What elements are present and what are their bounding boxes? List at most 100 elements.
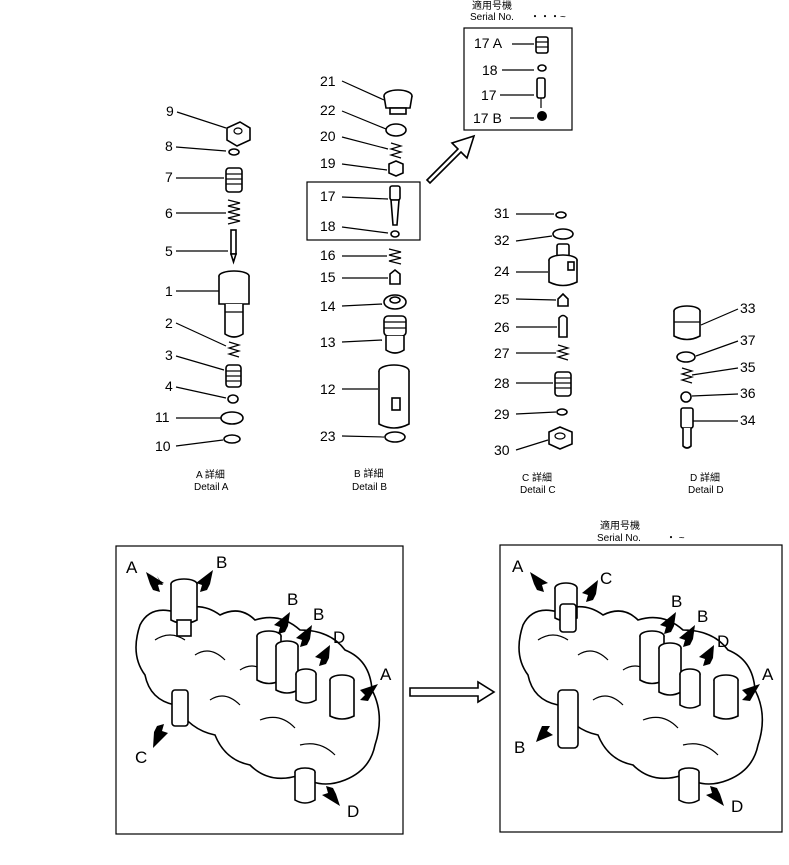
oring-icon (555, 211, 567, 219)
valve-left-label-d1: D (333, 628, 345, 647)
label-inset-18: 18 (482, 62, 498, 78)
plug-body-icon (673, 305, 701, 341)
label-20: 20 (320, 128, 336, 144)
valve-left-label-b2: B (287, 590, 298, 609)
valve-left-label-b3: B (313, 605, 324, 624)
pointer-arrow-icon (660, 612, 676, 634)
label-27: 27 (494, 345, 510, 361)
label-inset-17: 17 (481, 87, 497, 103)
oring-icon (220, 411, 244, 425)
label-3: 3 (165, 347, 173, 363)
label-2: 2 (165, 315, 173, 331)
valve-left-label-c1: C (135, 748, 147, 767)
plug-icon (554, 371, 572, 397)
label-23: 23 (320, 428, 336, 444)
label-28: 28 (494, 375, 510, 391)
oring-icon (556, 408, 568, 416)
leader-18 (341, 226, 389, 234)
nut-icon (388, 160, 404, 177)
valve-right-label-b1: B (671, 592, 682, 611)
leader-14 (341, 303, 383, 307)
poppet-icon (557, 292, 569, 307)
label-7: 7 (165, 169, 173, 185)
leader-22 (341, 110, 387, 130)
pointer-arrow-icon (582, 580, 598, 602)
label-19: 19 (320, 155, 336, 171)
label-17b: 17 B (473, 110, 502, 126)
label-10: 10 (155, 438, 171, 454)
leader-9 (176, 111, 227, 129)
oring-icon (537, 64, 547, 72)
label-14: 14 (320, 298, 336, 314)
seat-icon (383, 294, 407, 310)
label-35: 35 (740, 359, 756, 375)
leader-23 (341, 435, 385, 438)
pointer-arrow-icon (146, 572, 164, 592)
leader-10 (175, 439, 224, 447)
pointer-arrow-icon (706, 786, 724, 806)
label-25: 25 (494, 291, 510, 307)
valve-block-left (135, 578, 381, 804)
leader-13 (341, 339, 383, 343)
pointer-arrow-icon (360, 684, 378, 701)
valve-left-frame (115, 545, 404, 835)
pointer-arrow-icon (679, 625, 695, 647)
label-24: 24 (494, 263, 510, 279)
serial-top-jp: 適用号機 (472, 0, 512, 12)
pointer-arrow-icon (322, 786, 340, 806)
oring-icon (676, 351, 696, 363)
label-13: 13 (320, 334, 336, 350)
spring-icon (555, 344, 571, 361)
valve-body-icon (218, 270, 250, 338)
valve-right-label-b3: B (514, 738, 525, 757)
spring-icon (388, 248, 402, 265)
sleeve-icon (378, 364, 410, 429)
label-36: 36 (740, 385, 756, 401)
leader-35 (691, 367, 739, 376)
plug-icon (225, 364, 242, 388)
spring-icon (226, 341, 242, 358)
label-33: 33 (740, 300, 756, 316)
label-17a: 17 A (474, 35, 503, 51)
ball-icon (680, 391, 692, 403)
nut-icon (548, 426, 573, 450)
serial-bottom-range: ・ ~ (666, 533, 685, 544)
detail-a-en: Detail A (194, 482, 229, 493)
cartridge-icon (548, 243, 578, 287)
valve-block-right (518, 582, 764, 804)
pin-icon (558, 314, 568, 338)
cap-plug-icon (383, 89, 413, 115)
label-1: 1 (165, 283, 173, 299)
label-31: 31 (494, 205, 510, 221)
washer-icon (227, 394, 239, 404)
valve-left-label-a1: A (126, 558, 138, 577)
needle-icon (536, 77, 546, 108)
detail-c-en: Detail C (520, 485, 556, 496)
detail-b-jp: B 詳細 (354, 467, 383, 480)
oring-icon (390, 230, 400, 238)
label-8: 8 (165, 138, 173, 154)
pointer-arrow-icon (274, 612, 290, 634)
detail-d-en: Detail D (688, 485, 724, 496)
label-26: 26 (494, 319, 510, 335)
pointer-arrow-icon (315, 645, 330, 666)
leader-21 (341, 80, 385, 101)
leader-4 (175, 386, 227, 399)
pointer-arrow-icon (196, 570, 213, 592)
label-34: 34 (740, 412, 756, 428)
serial-top-en: Serial No. (470, 12, 514, 23)
leader-32 (515, 235, 553, 242)
valve-left-label-b1: B (216, 553, 227, 572)
label-11: 11 (155, 409, 170, 425)
serial-bottom-en: Serial No. (597, 533, 641, 544)
valve-right-frame (499, 544, 783, 833)
leader-17 (341, 196, 389, 200)
label-17: 17 (320, 188, 336, 204)
oring-icon (552, 228, 574, 240)
valve-right-label-b2: B (697, 607, 708, 626)
detail-b-group-box (306, 181, 421, 241)
valve-right-label-d1: D (717, 632, 729, 651)
oring-icon (228, 148, 240, 156)
valve-right-label-d2: D (731, 797, 743, 816)
